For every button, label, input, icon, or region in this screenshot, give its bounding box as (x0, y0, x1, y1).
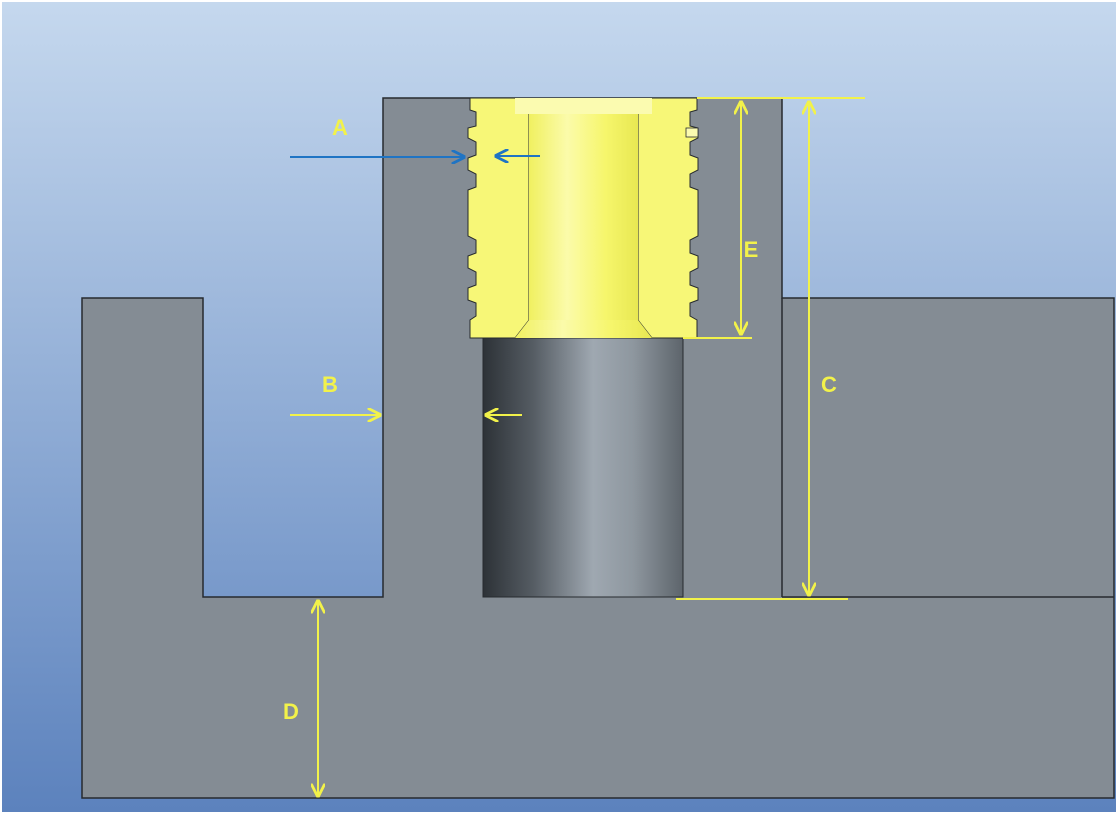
label-b: B (322, 372, 338, 397)
threaded-insert (467, 97, 699, 339)
label-d: D (283, 699, 299, 724)
label-c: C (821, 372, 837, 397)
label-e: E (744, 237, 759, 262)
label-a: A (332, 115, 348, 140)
pin-cylinder (482, 337, 684, 598)
